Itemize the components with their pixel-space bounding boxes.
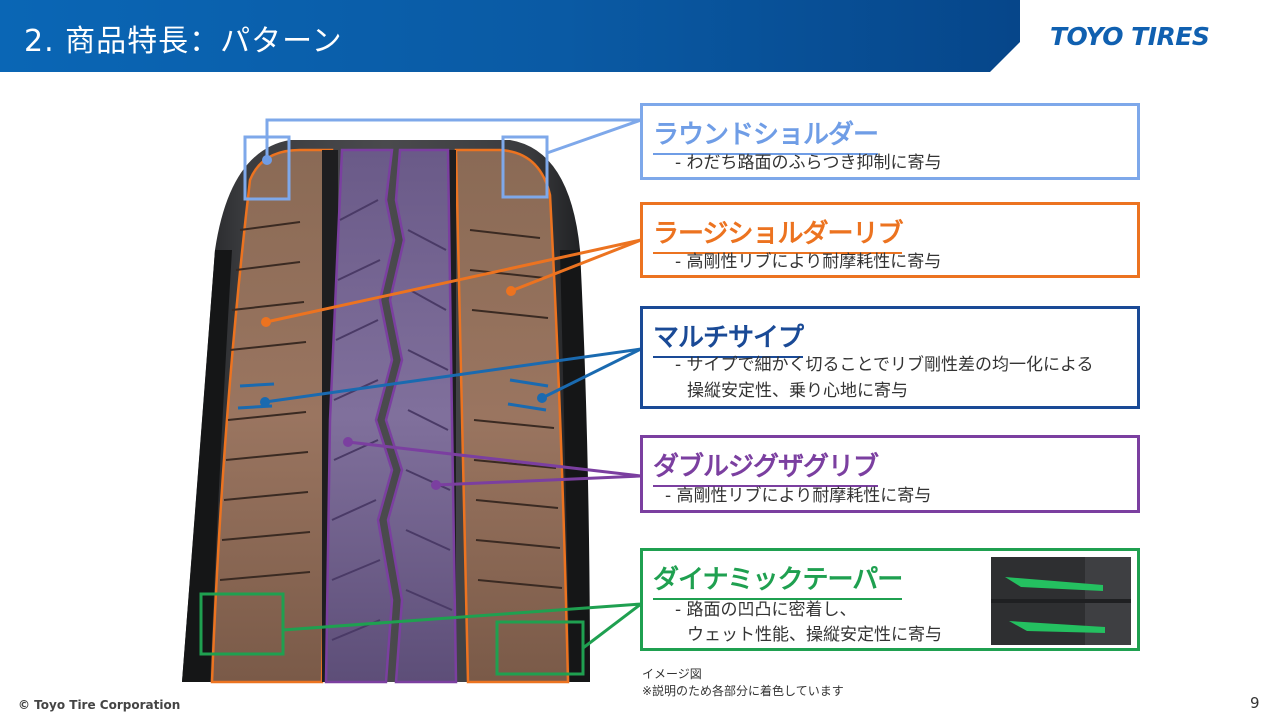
feature-title: マルチサイプ [653,317,804,358]
dynamic-taper-marker-left [199,592,285,656]
feature-desc-line2: 操縦安定性、乗り心地に寄与 [687,381,908,401]
leader-lines [264,118,640,650]
feature-desc-line2: ウェット性能、操縦安定性に寄与 [687,625,942,645]
page-number: 9 [1250,694,1260,712]
feature-box-dynamic-taper: ダイナミックテーパー - 路面の凹凸に密着し、 ウェット性能、操縦安定性に寄与 [640,548,1140,651]
feature-title: ラージショルダーリブ [653,213,903,254]
leader-dots [260,155,547,490]
feature-box-multi-sipe: マルチサイプ - サイプで細かく切ることでリブ剛性差の均一化による 操縦安定性、… [640,306,1140,409]
feature-title: ダブルジグザグリブ [653,446,879,487]
header-bar: 2. 商品特長：パターン [0,0,1020,72]
feature-box-round-shoulder: ラウンドショルダー - わだち路面のふらつき抑制に寄与 [640,103,1140,180]
feature-desc: - 高剛性リブにより耐摩耗性に寄与 [675,252,942,272]
feature-title: ダイナミックテーパー [653,559,903,600]
multi-sipe-highlights [237,378,549,412]
dynamic-taper-thumbnail [991,557,1131,645]
tire-illustration [182,118,640,684]
feature-desc: - 路面の凹凸に密着し、 [675,600,857,620]
copyright: © Toyo Tire Corporation [18,698,181,712]
shoulder-sipes [219,221,563,589]
feature-desc: - サイプで細かく切ることでリブ剛性差の均一化による [675,355,1094,375]
feature-desc: - 高剛性リブにより耐摩耗性に寄与 [665,486,932,506]
round-shoulder-marker-right [501,135,549,199]
toyo-tires-logo: TOYO TIRES [1050,22,1210,51]
image-note: イメージ図 ※説明のため各部分に着色しています [642,666,844,700]
feature-title: ラウンドショルダー [653,114,879,155]
page-title: 2. 商品特長：パターン [24,24,343,59]
feature-box-double-zigzag-rib: ダブルジグザグリブ - 高剛性リブにより耐摩耗性に寄与 [640,435,1140,513]
feature-box-large-shoulder-rib: ラージショルダーリブ - 高剛性リブにより耐摩耗性に寄与 [640,202,1140,278]
note-line2: ※説明のため各部分に着色しています [642,684,844,698]
feature-desc: - わだち路面のふらつき抑制に寄与 [675,153,942,173]
left-sidewall [182,250,232,682]
right-shoulder-rib [454,148,570,684]
note-line1: イメージ図 [642,667,702,681]
